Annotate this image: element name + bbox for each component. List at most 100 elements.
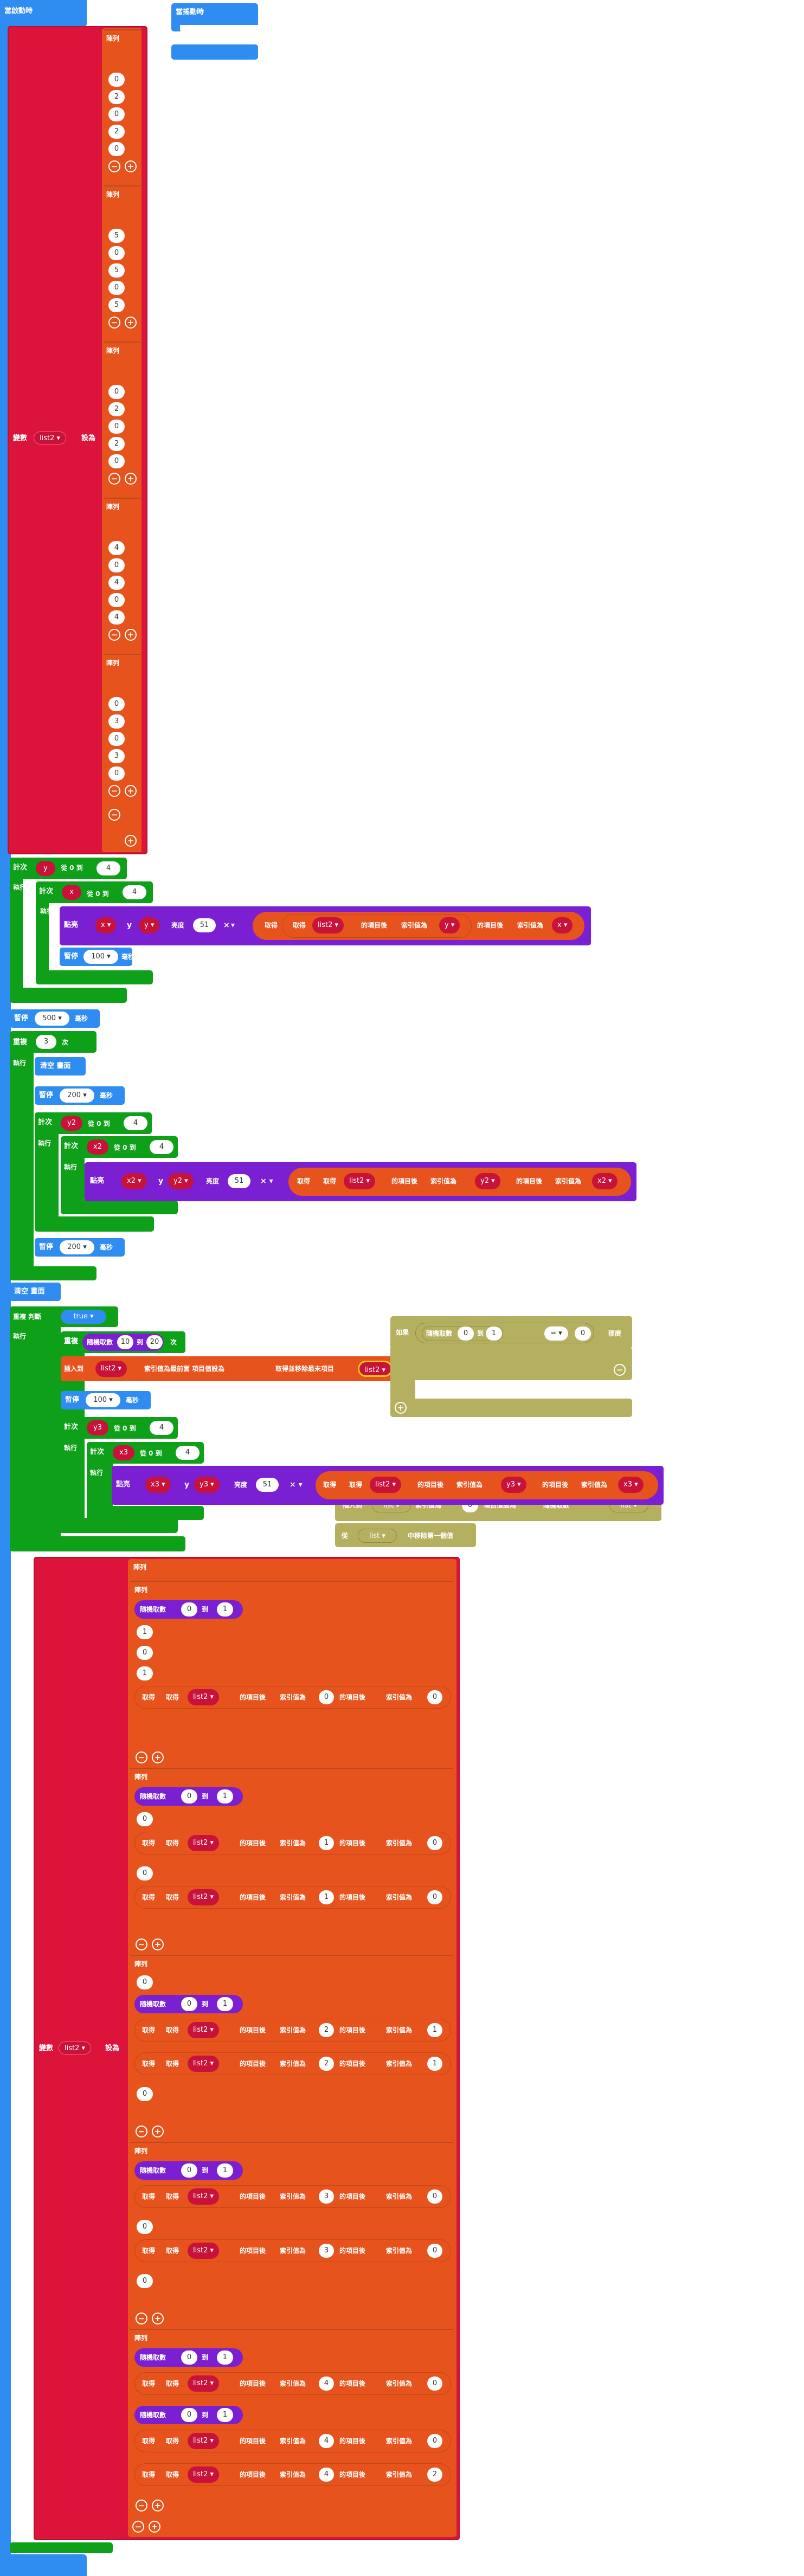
row-random-to[interactable]: 1 [217,2163,233,2178]
row-get[interactable] [134,2372,451,2395]
random-to[interactable]: 20 [146,1335,163,1349]
row-get[interactable] [134,1686,451,1709]
plot2-y-var[interactable]: y2 ▾ [168,1173,194,1189]
for-x3-to[interactable]: 4 [176,1446,200,1460]
row-get-b[interactable]: 1 [427,2023,442,2037]
row-num[interactable]: 0 [137,1646,153,1660]
for-y3-to[interactable]: 4 [150,1421,173,1435]
grid-cell[interactable]: 0 [108,420,125,434]
plot3-y-idx[interactable]: y3 ▾ [501,1477,526,1493]
grid-cell[interactable]: 3 [108,714,125,729]
row-plus-icon[interactable]: + [152,1751,164,1763]
for-y2-to[interactable]: 4 [124,1116,147,1130]
row-get-b[interactable]: 0 [427,2244,442,2258]
on-start-block[interactable] [0,0,87,27]
plot3-list-var[interactable]: list2 ▾ [370,1477,402,1493]
grid-cell[interactable]: 4 [108,610,125,624]
row-get-a[interactable]: 4 [319,2377,334,2391]
row-get-var[interactable]: list2 ▾ [188,2243,220,2259]
plot-y-var[interactable]: y ▾ [139,917,160,933]
grid-cell[interactable]: 0 [108,732,125,746]
row-get-a[interactable]: 0 [319,1690,334,1704]
for-x2-var[interactable]: x2 [87,1139,108,1155]
grid-cell[interactable]: 2 [108,125,125,139]
grid-plus-icon[interactable]: + [125,785,137,797]
row-get[interactable] [134,2430,451,2452]
row-minus-icon[interactable]: − [136,2500,147,2511]
row-get-var[interactable]: list2 ▾ [188,2433,220,2449]
for-x-to[interactable]: 4 [123,885,146,899]
row-get-a[interactable]: 3 [319,2244,334,2258]
plot-x-var[interactable]: x ▾ [95,917,117,933]
plot2-x-idx[interactable]: x2 ▾ [592,1173,618,1189]
grid-cell[interactable]: 0 [108,246,125,260]
grid-cell[interactable]: 0 [108,558,125,572]
row-get-var[interactable]: list2 ▾ [188,2375,220,2392]
grid-cell[interactable]: 0 [108,697,125,711]
grid-cell[interactable]: 0 [108,454,125,468]
grid-cell[interactable]: 5 [108,298,125,312]
row-random-to[interactable]: 1 [217,1789,233,1804]
row-get-a[interactable]: 1 [319,1890,334,1904]
row-get-var[interactable]: list2 ▾ [188,2466,220,2483]
row-random-from[interactable]: 0 [181,1997,197,2011]
grid-plus-icon[interactable]: + [125,629,137,641]
for-x-var[interactable]: x [62,885,81,900]
row-get-a[interactable]: 2 [319,2057,334,2071]
for-x3-var[interactable]: x3 [113,1445,134,1460]
if-eq[interactable]: = ▾ [544,1326,568,1341]
row-get[interactable] [134,2019,451,2042]
ghost-remove[interactable] [335,1523,476,1547]
for-y3-var[interactable]: y3 [87,1420,108,1435]
random-from[interactable]: 10 [117,1335,133,1349]
row-random-to[interactable]: 1 [217,1997,233,2011]
row-get-var[interactable]: list2 ▾ [188,2022,220,2038]
row-minus-icon[interactable]: − [136,1939,147,1950]
for-y2-var[interactable]: y2 [61,1116,82,1131]
row-num[interactable]: 0 [137,1812,153,1826]
plot-brightness[interactable]: 51 [193,918,216,932]
row-get-b[interactable]: 0 [427,2434,442,2448]
row-get-b[interactable]: 0 [427,1836,442,1850]
ghost-remove-var[interactable]: list ▾ [358,1529,397,1543]
grid-minus-icon[interactable]: − [108,785,120,797]
row-random-from[interactable]: 0 [181,1789,197,1804]
row-random-from[interactable]: 0 [181,1602,197,1617]
row-plus-icon[interactable]: + [152,2500,164,2511]
pause-500-value[interactable]: 500 ▾ [35,1012,69,1026]
while-cond[interactable]: true ▾ [61,1310,106,1324]
row-get[interactable] [134,1832,451,1854]
row-get-b[interactable]: 0 [427,2189,442,2204]
for-y-to[interactable]: 4 [97,861,120,875]
grid-outer-plus-icon[interactable]: + [125,835,137,847]
row-num[interactable]: 0 [137,2220,153,2234]
grid-cell[interactable]: 5 [108,229,125,243]
row-get-var[interactable]: list2 ▾ [188,2188,220,2205]
grid-plus-icon[interactable]: + [125,160,137,172]
grid-plus-icon[interactable]: + [125,473,137,485]
row-minus-icon[interactable]: − [136,2126,147,2137]
plot-y-idx[interactable]: y ▾ [439,917,460,933]
grid-cell[interactable]: 4 [108,576,125,590]
if-from[interactable]: 0 [458,1326,474,1341]
if-cmp[interactable]: 0 [575,1326,591,1341]
row-num[interactable]: 1 [137,1666,153,1680]
plot2-x-var[interactable]: x2 ▾ [121,1173,147,1189]
row-random-from[interactable]: 0 [181,2350,197,2365]
grid-minus-icon[interactable]: − [108,473,120,485]
grid-cell[interactable]: 4 [108,541,125,555]
plot-x-idx[interactable]: x ▾ [552,917,573,933]
row-random-from[interactable]: 0 [181,2163,197,2178]
row-minus-icon[interactable]: − [136,1751,147,1763]
grid-cell[interactable]: 3 [108,749,125,763]
set-list-var[interactable]: list2 ▾ [34,432,67,445]
row-get-b[interactable]: 2 [427,2468,442,2482]
plot3-x-idx[interactable]: x3 ▾ [618,1477,644,1493]
row-plus-icon[interactable]: + [152,2313,164,2324]
row-num[interactable]: 1 [137,1625,153,1639]
plot2-y-idx[interactable]: y2 ▾ [475,1173,500,1189]
row-get-a[interactable]: 2 [319,2023,334,2037]
pause-100b-value[interactable]: 100 ▾ [86,1393,120,1407]
for-y-var[interactable]: y [36,861,55,876]
